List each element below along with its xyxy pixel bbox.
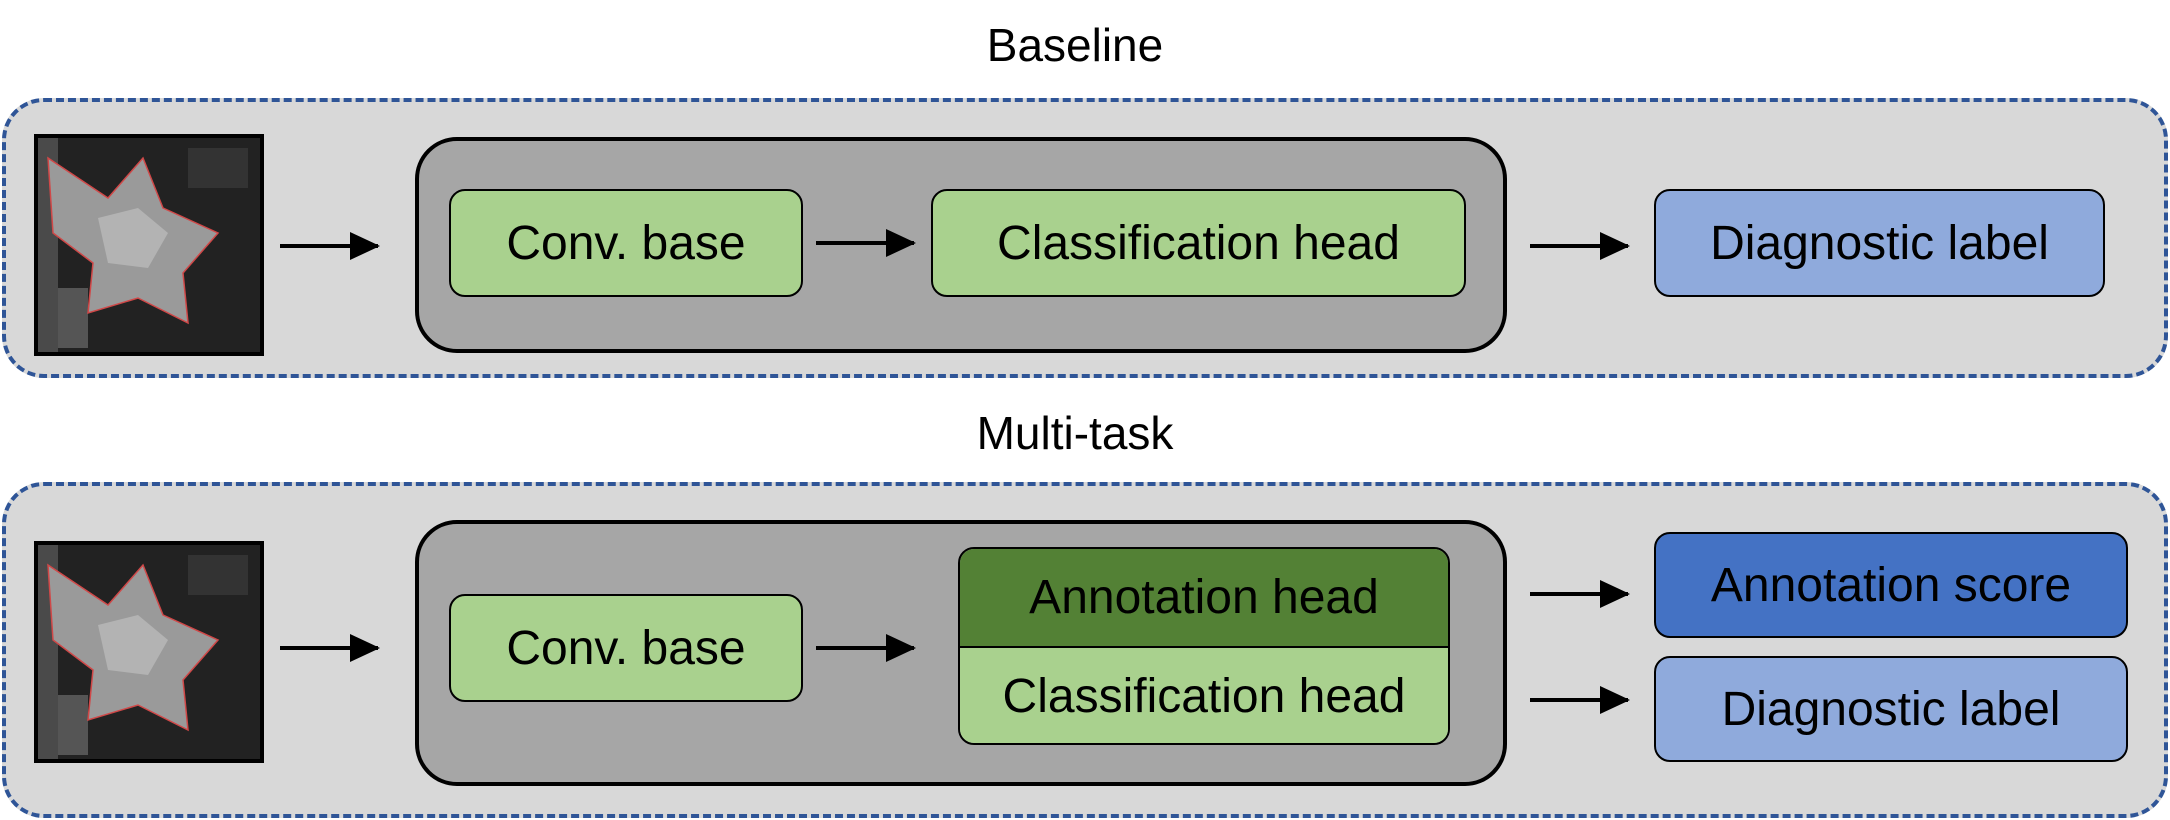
multitask-diagnostic-label: Diagnostic label (1654, 656, 2128, 762)
baseline-title: Baseline (986, 19, 1164, 71)
multitask-classification-head-label: Classification head (1002, 670, 1406, 723)
baseline-classification-head-label: Classification head (997, 216, 1400, 270)
multitask-classification-head: Classification head (960, 648, 1448, 743)
arrow-conv-to-heads-multitask (816, 634, 916, 662)
lesion-image-multitask (34, 541, 264, 763)
baseline-classification-head: Classification head (931, 189, 1466, 297)
baseline-conv-base: Conv. base (449, 189, 803, 297)
baseline-diagnostic-label-text: Diagnostic label (1710, 216, 2049, 270)
arrow-image-to-model-multitask (280, 634, 380, 662)
multitask-annotation-head-label: Annotation head (1029, 571, 1379, 624)
multitask-annotation-score-text: Annotation score (1710, 558, 2072, 612)
arrow-conv-to-classification-baseline (816, 229, 916, 257)
multitask-annotation-head: Annotation head (960, 549, 1448, 648)
multitask-title: Multi-task (976, 407, 1174, 459)
lesion-image-baseline (34, 134, 264, 356)
multitask-annotation-score: Annotation score (1654, 532, 2128, 638)
baseline-conv-base-label: Conv. base (506, 216, 746, 270)
arrow-model-to-annotation-score (1530, 580, 1630, 608)
multitask-heads: Annotation head Classification head (958, 547, 1450, 745)
arrow-image-to-model-baseline (280, 232, 380, 260)
baseline-diagnostic-label: Diagnostic label (1654, 189, 2105, 297)
arrow-model-to-diagnostic-label (1530, 686, 1630, 714)
multitask-diagnostic-label-text: Diagnostic label (1721, 682, 2061, 736)
arrow-model-to-label-baseline (1530, 232, 1630, 260)
multitask-conv-base: Conv. base (449, 594, 803, 702)
multitask-conv-base-label: Conv. base (506, 621, 746, 675)
